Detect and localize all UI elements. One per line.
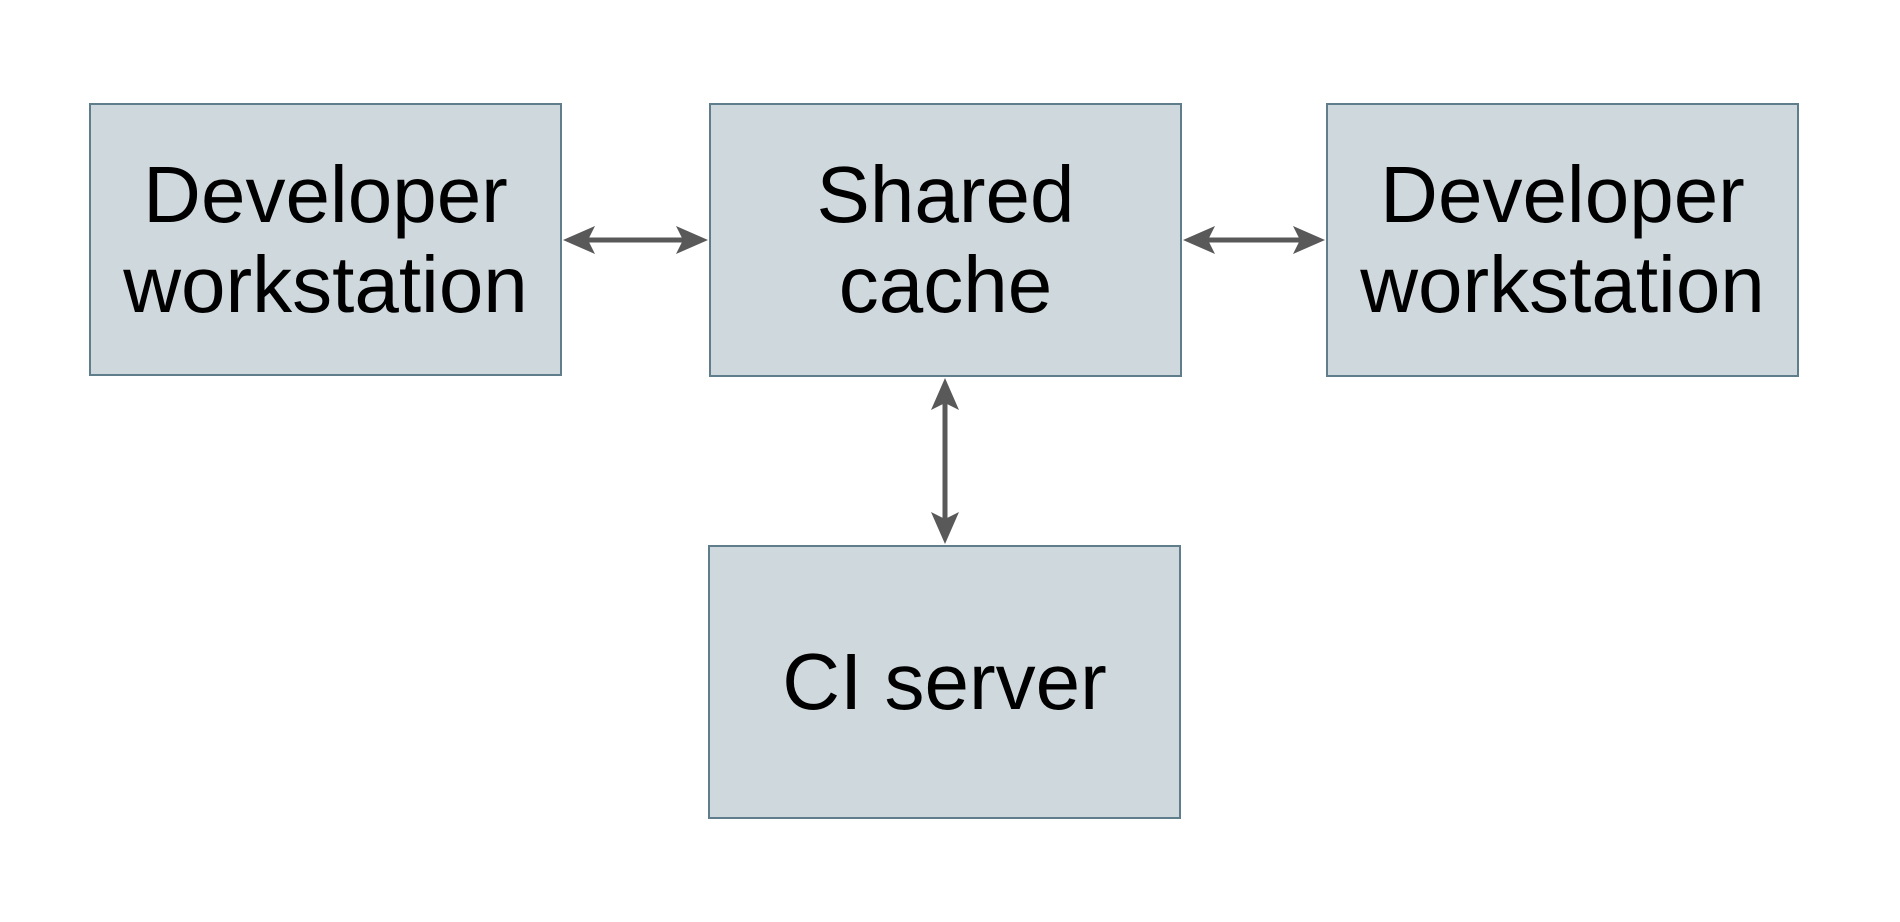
node-label-shared-cache: Shared cache: [816, 150, 1075, 329]
arrowhead-up-icon: [931, 378, 959, 410]
arrowhead-down-icon: [931, 512, 959, 544]
edge-shared-cache-workstation-right-bidirectional-arrow: [1183, 226, 1325, 254]
node-label-developer-workstation-left: Developer workstation: [123, 149, 528, 329]
arrowhead-left-icon: [563, 226, 595, 254]
node-shared-cache: Shared cache: [709, 103, 1182, 377]
arrowhead-right-icon: [676, 226, 708, 254]
arrowhead-right-icon: [1293, 226, 1325, 254]
edge-shared-cache-ci-server-bidirectional-arrow: [931, 378, 959, 544]
edge-workstation-left-shared-cache-bidirectional-arrow: [563, 226, 708, 254]
node-label-ci-server: CI server: [782, 637, 1107, 726]
node-ci-server: CI server: [708, 545, 1181, 819]
arrowhead-left-icon: [1183, 226, 1215, 254]
node-label-developer-workstation-right: Developer workstation: [1360, 150, 1765, 329]
node-developer-workstation-left: Developer workstation: [89, 103, 562, 376]
node-developer-workstation-right: Developer workstation: [1326, 103, 1799, 377]
